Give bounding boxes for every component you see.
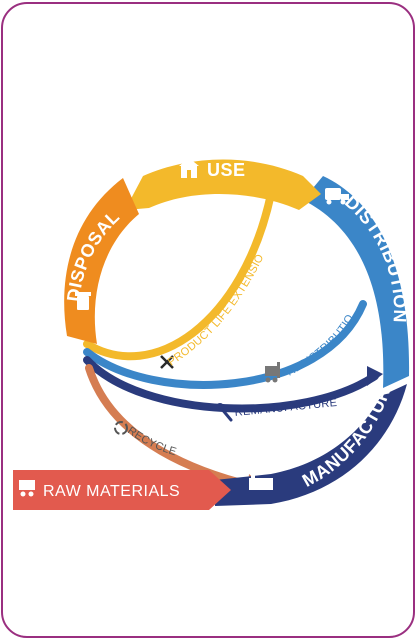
raw-materials-label: RAW MATERIALS [43,483,180,500]
remanufacture-label: REMANUFACTURE [234,397,338,419]
mine-cart-icon [19,480,35,497]
raw-materials-bar [13,470,231,510]
card-frame: USE DISTRIBUTION MANUFACTURE RAW MATERIA… [1,2,415,638]
circular-economy-diagram: USE DISTRIBUTION MANUFACTURE RAW MATERIA… [3,4,410,510]
redistribution-arrow [83,300,367,389]
use-label-group: USE [179,158,246,180]
recycle-icon [114,421,128,435]
tools-icon [160,355,174,369]
trash-can-icon [75,292,91,310]
wrench-icon [216,403,233,422]
manufacture-segment [215,384,407,506]
remanufacture-arrow [83,356,379,413]
distribution-segment [303,176,410,388]
use-segment [125,159,321,210]
factory-icon [249,470,273,490]
remanufacture-arrowhead [367,366,383,386]
use-label: USE [207,160,246,180]
recycle-label: RECYCLE [125,425,178,459]
forklift-icon [265,362,280,383]
truck-icon [325,188,349,205]
home-icon [179,158,199,178]
manufacture-label: MANUFACTURE [3,4,394,491]
product-life-extension-arrow [83,180,276,361]
